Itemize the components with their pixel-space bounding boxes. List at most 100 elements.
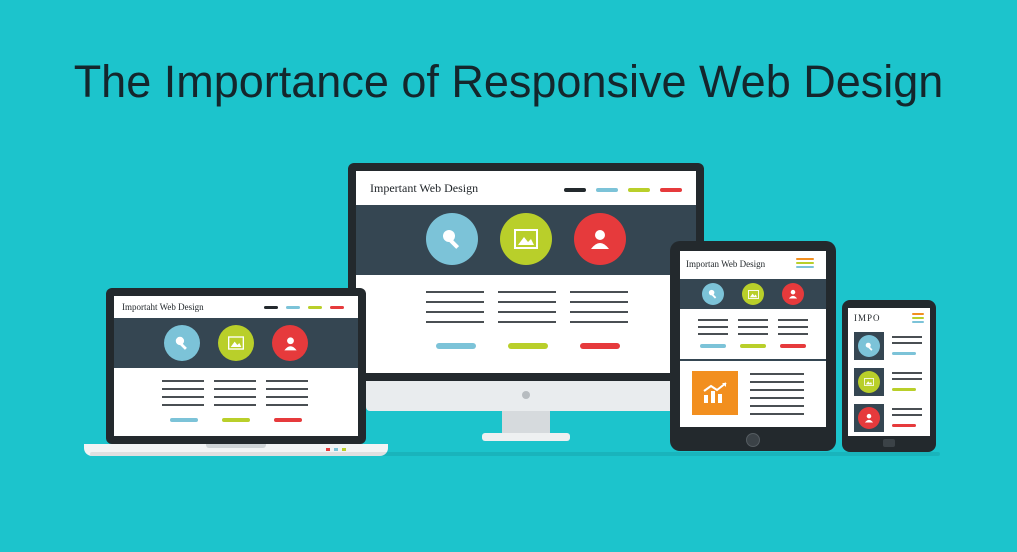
laptop-header-title: Importaht Web Design	[122, 302, 204, 312]
search-icon	[702, 283, 724, 305]
monitor-button-red	[580, 343, 620, 349]
monitor-text-line	[570, 311, 628, 313]
laptop-text-line	[162, 404, 204, 406]
laptop-base	[84, 444, 388, 456]
tablet-header-title: Importan Web Design	[686, 259, 766, 269]
tablet: Importan Web Design	[670, 241, 836, 451]
laptop-button-green	[222, 418, 250, 422]
tablet-text-line	[738, 333, 768, 335]
monitor-text-line	[426, 291, 484, 293]
phone-text-line	[892, 372, 922, 374]
laptop-text-line	[266, 380, 308, 382]
phone-text-line	[892, 378, 922, 380]
tablet-text-line	[738, 326, 768, 328]
tablet-hero	[680, 279, 826, 309]
search-icon	[858, 335, 880, 357]
tablet-button-green	[740, 344, 766, 348]
laptop: Importaht Web Design	[84, 288, 388, 460]
laptop-text-line	[162, 396, 204, 398]
laptop-circle-red	[272, 325, 308, 361]
tablet-text-line	[778, 326, 808, 328]
monitor-text-line	[426, 321, 484, 323]
phone-header-title: IMPO	[854, 313, 881, 323]
laptop-circle-green	[218, 325, 254, 361]
image-icon	[218, 325, 254, 361]
menu-line	[796, 262, 814, 264]
monitor-header-title: Impertant Web Design	[370, 181, 479, 195]
laptop-nav-bar	[330, 306, 344, 309]
tablet-home-button	[746, 433, 760, 447]
laptop-text-line	[266, 404, 308, 406]
tablet-text-line	[698, 319, 728, 321]
phone-button-red	[892, 424, 916, 427]
phone-circle-blue	[858, 335, 880, 357]
laptop-circle-blue	[164, 325, 200, 361]
monitor-text-line	[498, 321, 556, 323]
tablet-text-line	[778, 319, 808, 321]
user-icon	[574, 213, 626, 265]
search-icon	[164, 325, 200, 361]
monitor-text-line	[570, 301, 628, 303]
phone-text-line	[892, 336, 922, 338]
tablet-text-line	[750, 397, 804, 399]
monitor-circle-red	[574, 213, 626, 265]
laptop-port	[342, 448, 346, 451]
monitor-button-green	[508, 343, 548, 349]
tablet-circle-blue	[702, 283, 724, 305]
monitor-circle-green	[500, 213, 552, 265]
monitor-text-line	[498, 301, 556, 303]
user-icon	[272, 325, 308, 361]
search-icon	[426, 213, 478, 265]
phone-tile-1	[854, 332, 884, 360]
menu-line	[912, 313, 924, 315]
laptop-hero	[114, 318, 358, 368]
monitor-screen: Impertant Web Design	[356, 171, 696, 373]
chart-icon	[692, 371, 738, 415]
monitor-nav-bar	[628, 188, 650, 192]
phone-screen: IMPO	[848, 308, 930, 436]
menu-line	[912, 317, 924, 319]
monitor-text-line	[426, 311, 484, 313]
tablet-text-line	[698, 326, 728, 328]
tablet-chart-tile	[692, 371, 738, 415]
tablet-text-line	[778, 333, 808, 335]
laptop-button-red	[274, 418, 302, 422]
phone-text-line	[892, 342, 922, 344]
monitor-nav-bar	[564, 188, 586, 192]
tablet-divider	[680, 359, 826, 361]
monitor-text-line	[570, 291, 628, 293]
tablet-text-line	[738, 319, 768, 321]
tablet-text-line	[750, 381, 804, 383]
tablet-text-line	[750, 373, 804, 375]
monitor-text-line	[498, 311, 556, 313]
phone-text-line	[892, 414, 922, 416]
laptop-text-line	[266, 388, 308, 390]
monitor-nav-bar	[596, 188, 618, 192]
phone-circle-red	[858, 407, 880, 429]
phone: IMPO	[842, 300, 936, 452]
laptop-text-line	[214, 396, 256, 398]
monitor-neck	[502, 411, 550, 433]
monitor-hero	[356, 205, 696, 275]
phone-tile-3	[854, 404, 884, 432]
monitor-stand-base	[482, 433, 570, 441]
laptop-text-line	[214, 388, 256, 390]
laptop-port	[334, 448, 338, 451]
monitor-button-blue	[436, 343, 476, 349]
tablet-button-red	[780, 344, 806, 348]
laptop-text-line	[214, 380, 256, 382]
monitor-text-line	[570, 321, 628, 323]
image-icon	[742, 283, 764, 305]
phone-tile-2	[854, 368, 884, 396]
laptop-screen: Importaht Web Design	[114, 296, 358, 436]
laptop-nav-bar	[308, 306, 322, 309]
laptop-text-line	[266, 396, 308, 398]
monitor-power-dot	[522, 391, 530, 399]
monitor-text-line	[426, 301, 484, 303]
tablet-text-line	[750, 389, 804, 391]
user-icon	[858, 407, 880, 429]
laptop-nav-bar	[264, 306, 278, 309]
phone-home-button	[883, 439, 895, 447]
tablet-menu-icon	[796, 258, 814, 270]
monitor-nav-bar	[660, 188, 682, 192]
